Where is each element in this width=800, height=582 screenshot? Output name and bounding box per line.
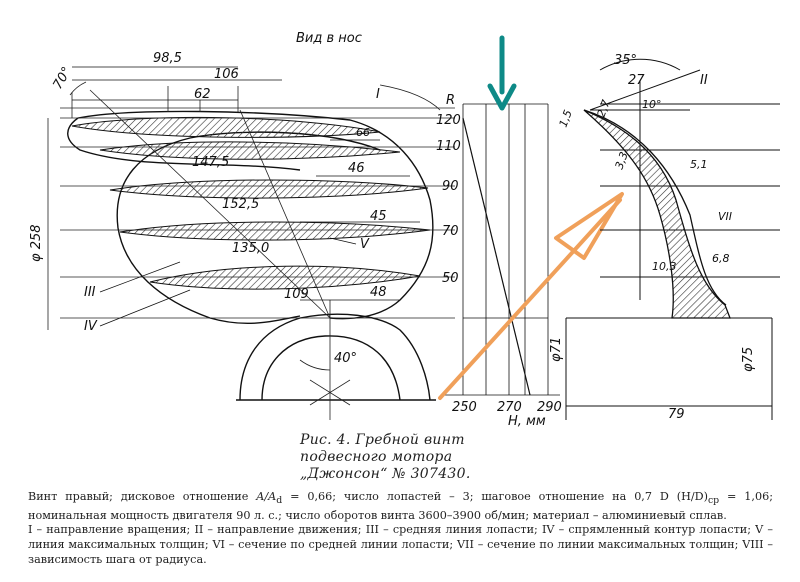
dim-2-7: 2,7 bbox=[595, 98, 613, 119]
figure-description: Винт правый; дисковое отношение A/Ad = 0… bbox=[28, 490, 773, 567]
pitch-grid bbox=[445, 103, 560, 396]
dia-71: φ71 bbox=[549, 337, 564, 362]
dim-106: 106 bbox=[214, 67, 239, 82]
caption-line-2: подвесного мотора bbox=[300, 449, 453, 465]
dim-98-5: 98,5 bbox=[153, 51, 182, 66]
orange-arrow-annotation bbox=[438, 192, 624, 400]
dim-27: 27 bbox=[628, 73, 645, 88]
angle-40: 40° bbox=[334, 351, 357, 366]
radius-50: 50 bbox=[442, 271, 459, 286]
tick-270: 270 bbox=[497, 400, 522, 415]
label-II: II bbox=[700, 73, 708, 88]
caption-line-3: „Джонсон“ № 307430. bbox=[300, 466, 471, 482]
dim-79: 79 bbox=[668, 407, 685, 422]
dim-109: 109 bbox=[284, 287, 309, 302]
dim-5-1: 5,1 bbox=[690, 158, 708, 171]
view-label: Вид в нос bbox=[296, 31, 362, 46]
radius-70: 70 bbox=[442, 224, 459, 239]
dim-147-5: 147,5 bbox=[192, 155, 229, 170]
blade-sections bbox=[71, 116, 431, 290]
label-IV: IV bbox=[84, 319, 98, 334]
blade-profile-outer bbox=[583, 109, 727, 306]
section-50 bbox=[149, 265, 421, 290]
angle-10: 10° bbox=[642, 98, 662, 111]
dia-75: φ75 bbox=[741, 347, 756, 372]
description-paragraph-1: Винт правый; дисковое отношение A/Ad = 0… bbox=[28, 490, 773, 522]
dimension-lines bbox=[72, 66, 420, 301]
description-paragraph-2: I – направление вращения; II – направлен… bbox=[28, 523, 773, 566]
label-V: V bbox=[360, 237, 370, 252]
teal-arrow-annotation bbox=[487, 35, 517, 111]
dim-6-8: 6,8 bbox=[712, 252, 730, 265]
angle-70: 70° bbox=[50, 65, 75, 92]
label-III: III bbox=[84, 285, 96, 300]
section-90 bbox=[109, 179, 429, 199]
dia-258: φ 258 bbox=[29, 224, 44, 262]
leader-lines bbox=[99, 237, 357, 327]
side-profile bbox=[565, 58, 780, 420]
construction-lines bbox=[47, 81, 455, 420]
dim-152-5: 152,5 bbox=[222, 197, 259, 212]
section-110 bbox=[99, 141, 401, 160]
propeller-drawing: Вид в нос bbox=[29, 31, 780, 429]
section-70 bbox=[119, 221, 431, 241]
dim-62: 62 bbox=[194, 87, 211, 102]
dim-48: 48 bbox=[370, 285, 387, 300]
radius-110: 110 bbox=[436, 139, 461, 154]
radius-120: 120 bbox=[436, 113, 461, 128]
dim-1-5: 1,5 bbox=[557, 108, 575, 129]
axis-unit: H, мм bbox=[508, 414, 546, 429]
section-120 bbox=[71, 116, 381, 138]
dim-10-3: 10,3 bbox=[652, 260, 677, 273]
axis-R: R bbox=[446, 93, 455, 108]
radius-90: 90 bbox=[442, 179, 459, 194]
dim-46: 46 bbox=[348, 161, 365, 176]
dim-3-3: 3,3 bbox=[613, 150, 631, 171]
blade-profile-hatched bbox=[583, 109, 731, 319]
dim-45: 45 bbox=[370, 209, 387, 224]
figure-caption: Рис. 4. Гребной винт подвесного мотора „… bbox=[300, 432, 560, 483]
label-VII: VII bbox=[718, 210, 732, 223]
dim-66: 66 bbox=[356, 126, 370, 139]
tick-290: 290 bbox=[537, 400, 562, 415]
hub bbox=[236, 313, 436, 401]
angle-35: 35° bbox=[614, 53, 637, 68]
tick-250: 250 bbox=[452, 400, 477, 415]
dim-135-0: 135,0 bbox=[232, 241, 269, 256]
caption-line-1: Рис. 4. Гребной винт bbox=[300, 432, 465, 448]
label-I: I bbox=[376, 87, 380, 102]
